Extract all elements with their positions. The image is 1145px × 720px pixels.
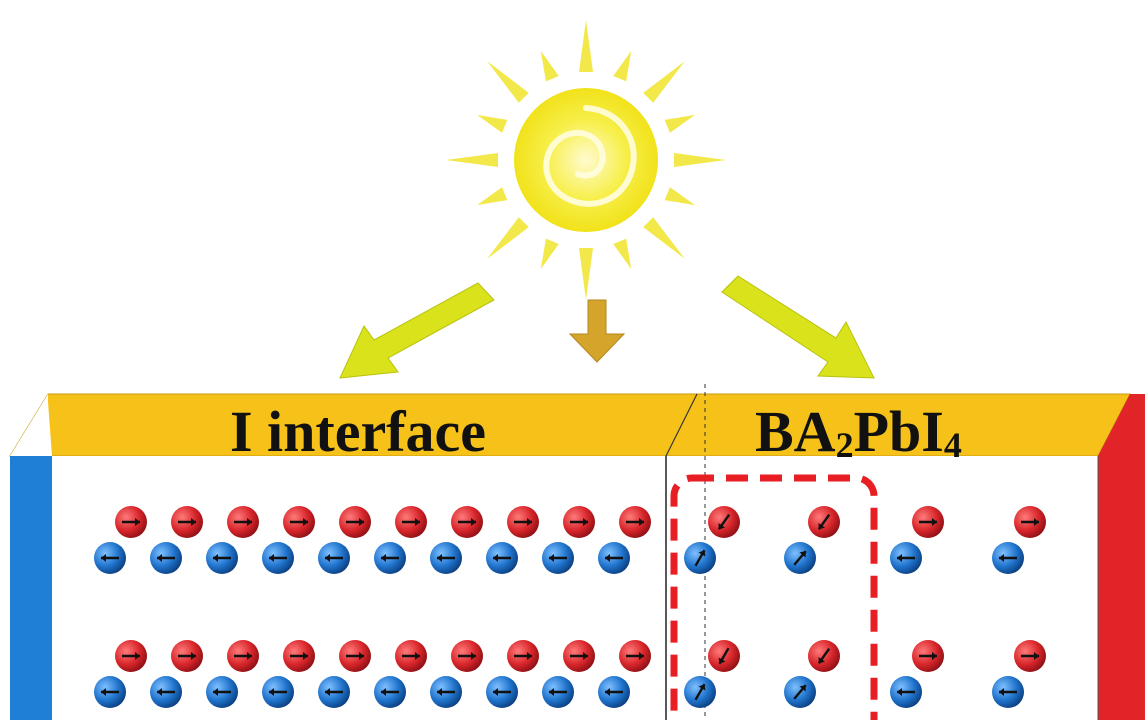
sun-ray: [613, 50, 632, 82]
red-particle: [451, 506, 483, 538]
red-particle: [115, 640, 147, 672]
sun-ray: [487, 217, 529, 259]
blue-particle: [542, 676, 574, 708]
blue-particle: [992, 676, 1024, 708]
blue-particle: [784, 542, 816, 574]
red-particle: [283, 506, 315, 538]
blue-particle: [374, 542, 406, 574]
red-particle: [507, 640, 539, 672]
sun-rays: [446, 20, 726, 300]
red-particle: [339, 506, 371, 538]
red-particle: [1014, 640, 1046, 672]
blue-particle: [992, 542, 1024, 574]
blue-particle: [94, 542, 126, 574]
blue-particle: [890, 542, 922, 574]
blue-particle: [598, 676, 630, 708]
blue-particle: [890, 676, 922, 708]
sun-ray: [674, 153, 726, 167]
sun-ray: [613, 238, 632, 270]
blue-particle: [374, 676, 406, 708]
red-particle: [912, 506, 944, 538]
sun-ray: [579, 248, 593, 300]
blue-particle: [486, 676, 518, 708]
arrow-right: [721, 275, 875, 379]
top-face: [9, 393, 1131, 457]
sun-ray: [664, 187, 696, 206]
sun-ray: [664, 114, 696, 133]
front-face: [10, 456, 1098, 720]
sun-icon: [446, 20, 726, 300]
red-particle: [227, 506, 259, 538]
blue-particle: [430, 676, 462, 708]
red-particle: [808, 640, 840, 672]
sun-ray: [643, 61, 685, 103]
label-i-interface: I interface: [230, 399, 486, 464]
blue-particle: [486, 542, 518, 574]
sun-ray: [540, 238, 559, 270]
red-particle: [395, 506, 427, 538]
blue-particle: [430, 542, 462, 574]
blue-particle: [94, 676, 126, 708]
red-particle: [227, 640, 259, 672]
red-particle: [395, 640, 427, 672]
blue-particle: [598, 542, 630, 574]
particles-layer: [94, 506, 1046, 708]
blue-particle: [262, 676, 294, 708]
red-particle: [507, 506, 539, 538]
blue-particle: [206, 676, 238, 708]
blue-particle: [150, 542, 182, 574]
arrow-left: [339, 282, 495, 379]
blue-particle: [262, 542, 294, 574]
left-electrode: [10, 456, 52, 720]
red-particle: [563, 640, 595, 672]
red-particle: [808, 506, 840, 538]
top-face-divider: [665, 393, 698, 457]
arrow-center: [568, 299, 626, 363]
blue-particle: [150, 676, 182, 708]
blue-particle: [784, 676, 816, 708]
sun-ray: [476, 187, 508, 206]
sun-ray: [476, 114, 508, 133]
red-particle: [708, 640, 740, 672]
sun-ray: [540, 50, 559, 82]
red-particle: [563, 506, 595, 538]
red-particle: [451, 640, 483, 672]
sun-ray: [487, 61, 529, 103]
sun-ray: [579, 20, 593, 72]
sun-swirl: [543, 105, 637, 207]
blue-particle: [318, 542, 350, 574]
red-particle: [171, 640, 203, 672]
blue-particle: [542, 542, 574, 574]
blue-particle: [684, 676, 716, 708]
red-particle: [115, 506, 147, 538]
blue-particle: [206, 542, 238, 574]
red-particle: [171, 506, 203, 538]
label-ba2pbi4: BA2PbI4: [755, 399, 962, 465]
red-particle: [283, 640, 315, 672]
sun-ray: [643, 217, 685, 259]
sun-ray: [446, 153, 498, 167]
red-particle: [1014, 506, 1046, 538]
red-particle: [912, 640, 944, 672]
red-particle: [619, 640, 651, 672]
highlight-dashed-box: [670, 474, 878, 720]
red-particle: [708, 506, 740, 538]
blue-particle: [318, 676, 350, 708]
blue-particle: [684, 542, 716, 574]
right-electrode: [1098, 394, 1145, 720]
red-particle: [339, 640, 371, 672]
red-particle: [619, 506, 651, 538]
